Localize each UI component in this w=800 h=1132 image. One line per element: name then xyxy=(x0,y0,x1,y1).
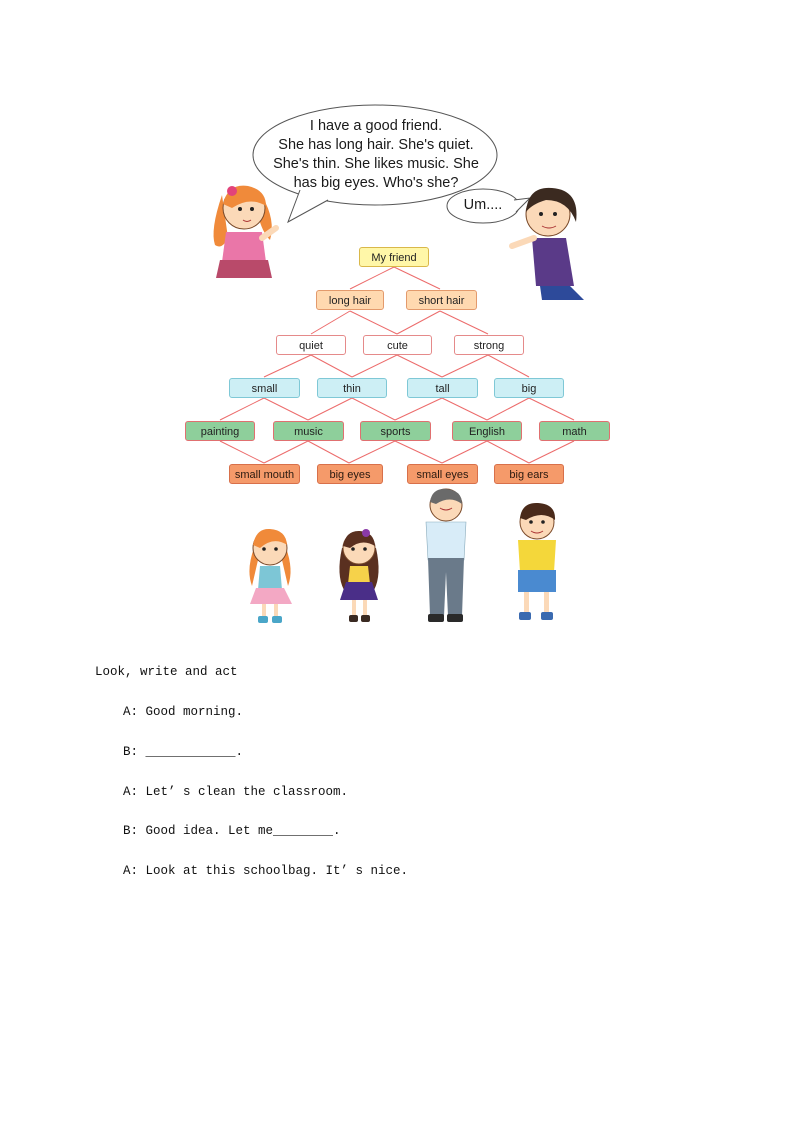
girl-speech-bubble xyxy=(252,104,498,224)
dialogue-line: A: Let’ s clean the classroom. xyxy=(123,785,349,799)
speaking-girl-figure xyxy=(213,185,279,278)
dialogue-line: A: Look at this schoolbag. It’ s nice. xyxy=(123,864,409,878)
tree-node-likes: music xyxy=(273,421,344,441)
tree-node-likes: painting xyxy=(185,421,255,441)
tree-node-personality: cute xyxy=(363,335,432,355)
speech-line: She has long hair. She's quiet. xyxy=(278,137,474,153)
tree-node-hair: long hair xyxy=(316,290,384,310)
boy-in-yellow-shirt-figure xyxy=(518,502,556,620)
boy-speech-text: Um.... xyxy=(463,197,503,213)
tall-man-figure xyxy=(425,488,467,622)
speech-line: She's thin. She likes music. She xyxy=(273,156,479,172)
illustration-figure xyxy=(213,104,584,623)
speech-line: I have a good friend. xyxy=(309,118,443,134)
girl-with-long-hair-figure xyxy=(339,529,379,622)
dialogue-line: B: Good idea. Let me________. xyxy=(123,824,341,838)
dialogue-line: A: Good morning. xyxy=(123,705,244,719)
tree-node-root: My friend xyxy=(359,247,429,267)
tree-node-likes: math xyxy=(539,421,610,441)
tree-node-build: big xyxy=(494,378,564,398)
boy-figure xyxy=(509,187,584,300)
tree-node-hair: short hair xyxy=(406,290,477,310)
tree-node-features: big ears xyxy=(494,464,564,484)
tree-node-build: tall xyxy=(407,378,478,398)
tree-node-features: big eyes xyxy=(317,464,383,484)
exercise-heading: Look, write and act xyxy=(95,665,238,679)
dialogue-line: B: ____________. xyxy=(123,745,244,759)
tree-connector-lines xyxy=(219,266,575,464)
tree-node-likes: English xyxy=(452,421,522,441)
tree-node-personality: quiet xyxy=(276,335,346,355)
tree-node-build: thin xyxy=(317,378,387,398)
tree-node-build: small xyxy=(229,378,300,398)
girl-speech-text: I have a good friend. She has long hair.… xyxy=(258,117,494,193)
tree-node-features: small eyes xyxy=(407,464,478,484)
tree-node-features: small mouth xyxy=(229,464,300,484)
tree-node-likes: sports xyxy=(360,421,431,441)
speech-line: has big eyes. Who's she? xyxy=(293,175,459,191)
girl-with-ponytails-figure xyxy=(249,528,292,623)
tree-node-personality: strong xyxy=(454,335,524,355)
